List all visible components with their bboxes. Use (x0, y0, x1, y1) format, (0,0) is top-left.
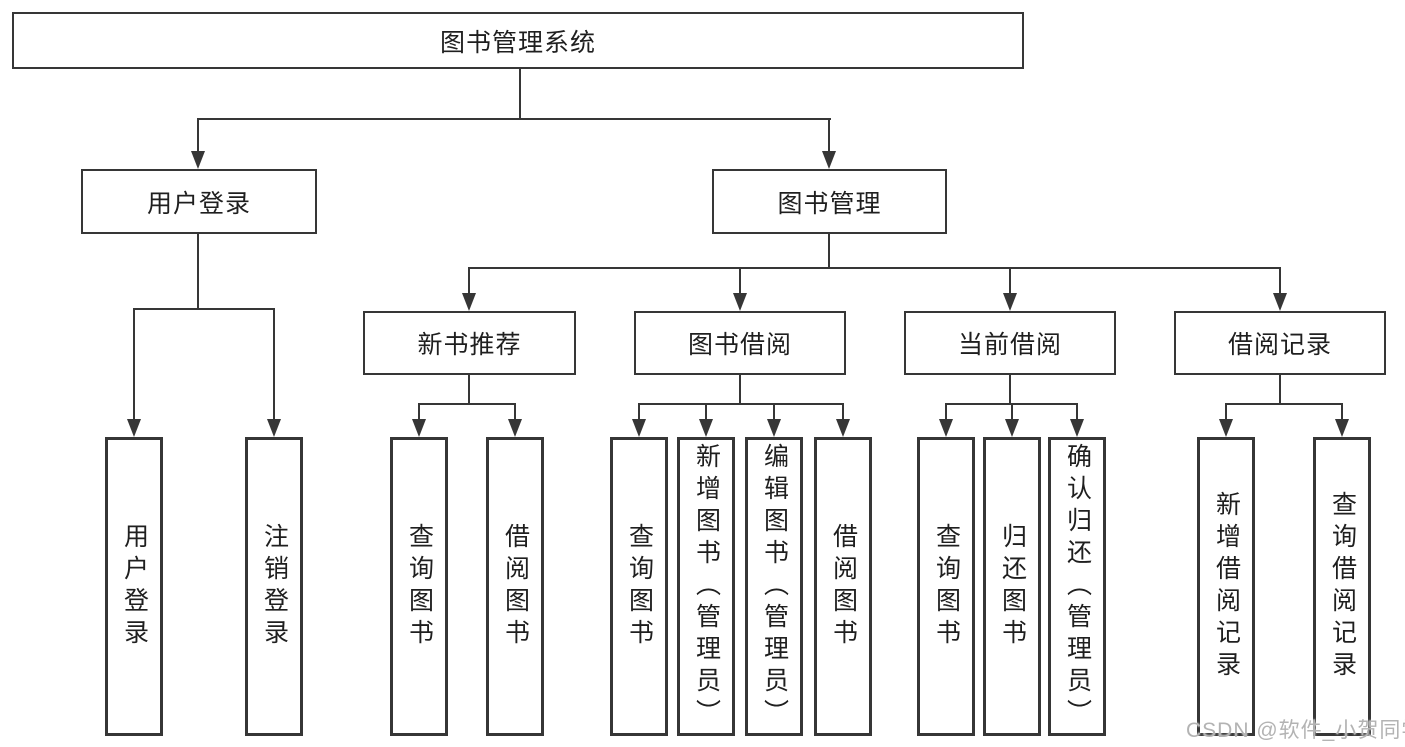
connector-arrow-down (462, 269, 476, 311)
node-borrowing-records: 借阅记录 (1174, 311, 1386, 375)
leaf-user-login: 用户登录 (105, 437, 163, 736)
connector-line (133, 308, 275, 310)
node-label: 借阅图书 (829, 522, 858, 651)
connector-line (468, 267, 1281, 269)
connector-arrow-down (1335, 405, 1349, 437)
node-label: 查询图书 (625, 522, 654, 651)
leaf-confirm-return-admin: 确认归还（管理员） (1048, 437, 1106, 736)
connector-line (1225, 403, 1343, 405)
node-label: 查询借阅记录 (1328, 490, 1357, 683)
connector-line (945, 403, 1078, 405)
leaf-add-borrow-record: 新增借阅记录 (1197, 437, 1255, 736)
connector-arrow-down (767, 405, 781, 437)
connector-arrow-down (127, 310, 141, 437)
connector-line (418, 403, 516, 405)
connector-arrow-down (632, 405, 646, 437)
node-new-book-recommendation: 新书推荐 (363, 311, 576, 375)
node-label: 新增借阅记录 (1212, 490, 1241, 683)
node-library-management-system: 图书管理系统 (12, 12, 1024, 69)
leaf-borrow-books: 借阅图书 (814, 437, 872, 736)
node-label: 查询图书 (932, 522, 961, 651)
connector-line (1279, 375, 1281, 404)
node-label: 图书借阅 (687, 331, 792, 359)
leaf-query-books-current: 查询图书 (917, 437, 975, 736)
connector-arrow-down (939, 405, 953, 437)
node-book-management: 图书管理 (712, 169, 947, 234)
connector-line (197, 234, 199, 309)
connector-arrow-down (1219, 405, 1233, 437)
node-label: 归还图书 (998, 522, 1027, 651)
node-label: 用户登录 (120, 522, 149, 651)
leaf-add-book-admin: 新增图书（管理员） (677, 437, 735, 736)
connector-arrow-down (1070, 405, 1084, 437)
connector-arrow-down (733, 269, 747, 311)
leaf-return-books: 归还图书 (983, 437, 1041, 736)
connector-arrow-down (836, 405, 850, 437)
connector-arrow-down (267, 310, 281, 437)
node-book-borrowing: 图书借阅 (634, 311, 846, 375)
leaf-logout: 注销登录 (245, 437, 303, 736)
node-label: 确认归还（管理员） (1063, 442, 1092, 731)
connector-line (739, 375, 741, 404)
node-current-borrowing: 当前借阅 (904, 311, 1116, 375)
node-label: 新增图书（管理员） (692, 442, 721, 731)
connector-arrow-down (1005, 405, 1019, 437)
connector-line (519, 69, 521, 119)
connector-line (638, 403, 844, 405)
connector-line (468, 375, 470, 404)
connector-arrow-down (1003, 269, 1017, 311)
node-label: 借阅图书 (501, 522, 530, 651)
node-label: 图书管理系统 (439, 28, 596, 57)
connector-line (1009, 375, 1011, 404)
connector-arrow-down (699, 405, 713, 437)
connector-arrow-down (191, 120, 205, 169)
connector-line (828, 234, 830, 268)
leaf-edit-book-admin: 编辑图书（管理员） (745, 437, 803, 736)
node-label: 借阅记录 (1227, 331, 1332, 359)
leaf-query-borrow-record: 查询借阅记录 (1313, 437, 1371, 736)
leaf-borrow-books-recommend: 借阅图书 (486, 437, 544, 736)
leaf-query-books-borrow: 查询图书 (610, 437, 668, 736)
csdn-watermark: CSDN @软件_小贺同学 (1186, 719, 1405, 742)
node-label: 用户登录 (146, 189, 251, 218)
node-label: 当前借阅 (957, 331, 1062, 359)
node-label: 图书管理 (777, 189, 882, 218)
node-label: 新书推荐 (417, 331, 522, 359)
connector-line (197, 118, 831, 120)
connector-arrow-down (508, 405, 522, 437)
node-label: 编辑图书（管理员） (760, 442, 789, 731)
node-label: 查询图书 (405, 522, 434, 651)
connector-arrow-down (822, 120, 836, 169)
node-label: 注销登录 (260, 522, 289, 651)
leaf-query-books-recommend: 查询图书 (390, 437, 448, 736)
connector-arrow-down (1273, 269, 1287, 311)
node-user-login: 用户登录 (81, 169, 317, 234)
connector-arrow-down (412, 405, 426, 437)
